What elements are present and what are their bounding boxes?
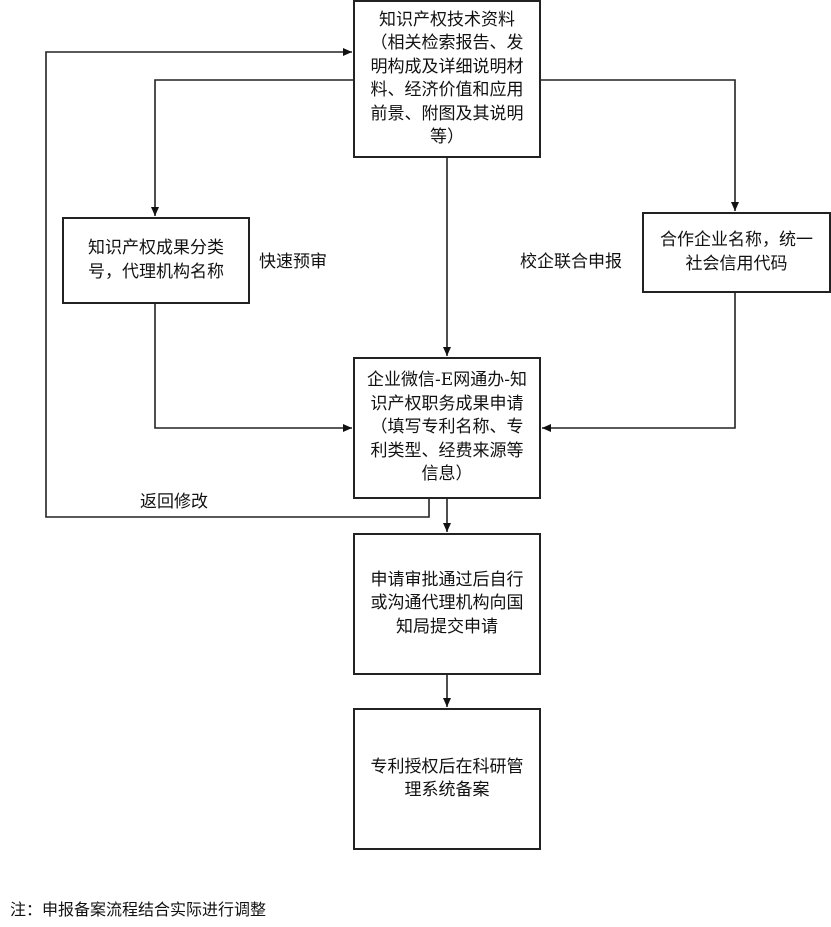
node-application: 企业微信-E网通办-知识产权职务成果申请（填写专利名称、专利类型、经费来源等信息…	[353, 357, 541, 499]
node-record: 专利授权后在科研管理系统备案	[353, 708, 541, 850]
arrow-return-modify	[45, 48, 430, 518]
arrow-to-classification	[151, 79, 353, 216]
node-classification: 知识产权成果分类号，代理机构名称	[62, 217, 250, 304]
arrow-classification-to-application	[154, 304, 352, 432]
node-enterprise: 合作企业名称，统一社会信用代码	[642, 212, 831, 293]
label-joint-report: 校企联合申报	[520, 252, 622, 272]
arrow-enterprise-to-application	[542, 293, 736, 432]
label-fast-review: 快速预审	[259, 252, 327, 272]
arrow-to-enterprise	[541, 79, 739, 211]
label-return-modify: 返回修改	[140, 492, 208, 512]
footnote: 注：申报备案流程结合实际进行调整	[10, 900, 267, 919]
node-submit: 申请审批通过后自行或沟通代理机构向国知局提交申请	[353, 533, 541, 675]
node-tech-materials: 知识产权技术资料（相关检索报告、发明构成及详细说明材料、经济价值和应用前景、附图…	[353, 0, 541, 158]
